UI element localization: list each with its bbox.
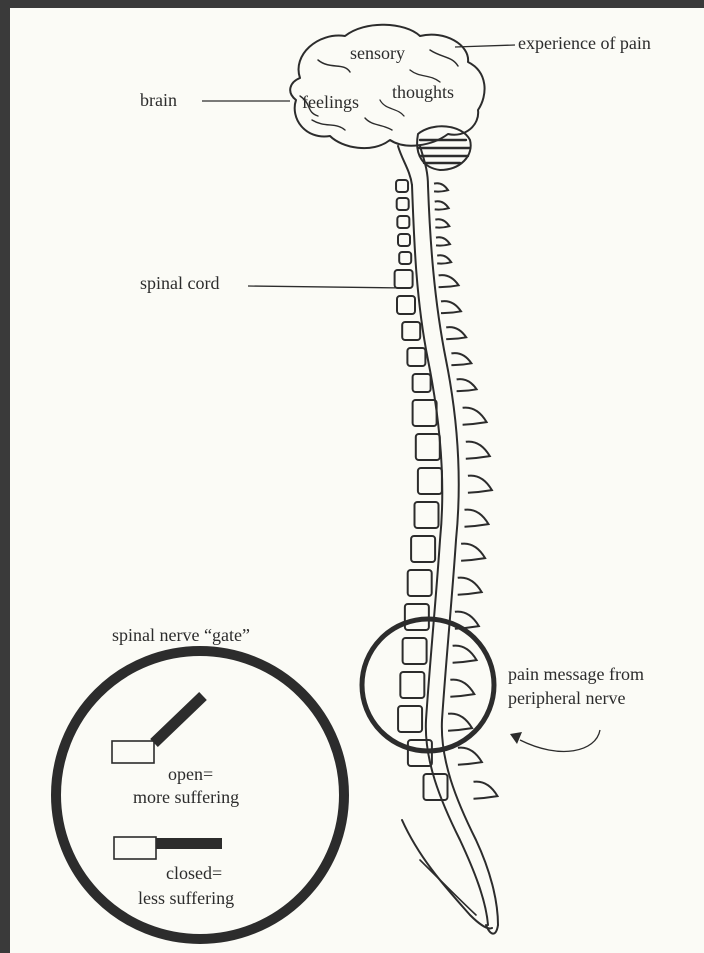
spinous-process <box>463 408 487 425</box>
label-thoughts: thoughts <box>392 82 454 103</box>
label-experience-of-pain: experience of pain <box>518 33 651 54</box>
spinous-process <box>437 255 451 263</box>
pain-arrow <box>520 730 600 751</box>
spinous-process <box>448 714 472 731</box>
vertebra-body <box>397 296 415 314</box>
spinous-process <box>458 748 482 765</box>
vertebra-body <box>398 234 410 246</box>
vertebra-body <box>415 502 439 528</box>
vertebra-body <box>407 348 425 366</box>
spinous-process <box>451 353 471 365</box>
spinous-process <box>446 327 466 339</box>
vertebra-body <box>398 706 422 732</box>
label-spinal-cord: spinal cord <box>140 273 219 294</box>
spinous-process <box>474 782 498 799</box>
spinous-process <box>435 219 449 227</box>
spinous-process <box>461 544 485 561</box>
vertebra-body <box>403 638 427 664</box>
vertebra-body <box>397 198 409 210</box>
open-gate-post <box>112 741 154 763</box>
label-more-suffering: more suffering <box>133 787 239 808</box>
vertebra-body <box>416 434 440 460</box>
open-gate-bar <box>154 696 203 743</box>
spinous-process <box>457 379 477 391</box>
spinous-process <box>434 183 448 191</box>
vertebra-bodies <box>395 180 448 800</box>
label-closed: closed= <box>166 863 222 884</box>
spinous-process <box>465 510 489 527</box>
leader-experience-of-pain <box>455 45 515 47</box>
spinous-process <box>468 476 492 493</box>
closed-gate-post <box>114 837 156 859</box>
label-spinal-nerve-gate: spinal nerve “gate” <box>112 625 250 646</box>
label-sensory: sensory <box>350 43 405 64</box>
spinous-process <box>435 201 449 209</box>
vertebra-body <box>411 536 435 562</box>
leader-spinal-cord <box>248 286 405 288</box>
vertebra-body <box>396 180 408 192</box>
label-feelings: feelings <box>302 92 359 113</box>
vertebra-body <box>397 216 409 228</box>
label-pain-message-line2: peripheral nerve <box>508 688 625 709</box>
arrowhead-icon <box>510 732 522 744</box>
label-pain-message-line1: pain message from <box>508 664 644 685</box>
spinous-process <box>466 442 490 459</box>
vertebra-body <box>418 468 442 494</box>
vertebra-body <box>424 774 448 800</box>
closed-gate-bar <box>156 838 222 849</box>
spinous-process <box>453 646 477 663</box>
vertebra-body <box>408 570 432 596</box>
spinous-process <box>458 578 482 595</box>
vertebra-body <box>395 270 413 288</box>
vertebra-body <box>402 322 420 340</box>
label-brain: brain <box>140 90 177 111</box>
label-open: open= <box>168 764 213 785</box>
vertebra-body <box>399 252 411 264</box>
label-less-suffering: less suffering <box>138 888 234 909</box>
spinous-process <box>441 301 461 313</box>
vertebra-body <box>413 374 431 392</box>
spinal-cord-left <box>412 185 488 925</box>
spinous-process <box>439 275 459 287</box>
spinous-process <box>450 680 474 697</box>
vertebra-body <box>413 400 437 426</box>
vertebra-body <box>400 672 424 698</box>
spinous-process <box>436 237 450 245</box>
